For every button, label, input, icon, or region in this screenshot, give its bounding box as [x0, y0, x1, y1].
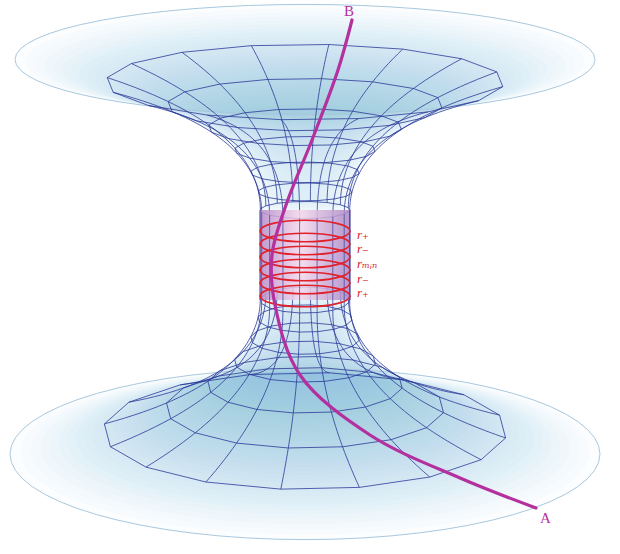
grid-ring	[258, 305, 352, 332]
radius-label: r₊	[357, 228, 369, 242]
grid-meridian	[333, 310, 430, 477]
surface-rim	[15, 4, 595, 114]
grid-meridian	[261, 212, 262, 303]
grid-meridian	[317, 119, 359, 219]
surface-rim	[10, 369, 600, 540]
grid-meridian	[282, 217, 283, 311]
grid-meridian	[180, 290, 277, 385]
orbit-ring	[260, 259, 350, 281]
grid-meridian	[107, 78, 260, 209]
lower-funnel	[10, 287, 600, 540]
radius-label: r₋	[357, 242, 369, 256]
endpoint-label: B	[344, 3, 354, 20]
grid-ring	[208, 357, 402, 413]
grid-meridian	[113, 92, 261, 212]
grid-meridian	[251, 46, 293, 202]
orbit-ring	[260, 220, 350, 242]
geodesic-path	[271, 20, 536, 508]
grid-meridian	[332, 217, 333, 311]
grid-meridian	[340, 59, 461, 205]
grid-meridian	[146, 308, 270, 467]
grid-meridian	[344, 214, 345, 306]
grid-meridian	[281, 120, 299, 219]
grid-meridian	[348, 296, 499, 415]
grid-meridian	[344, 306, 481, 459]
grid-ring	[107, 45, 503, 120]
grid-meridian	[129, 294, 266, 403]
grid-ring	[235, 341, 376, 382]
grid-meridian	[104, 298, 260, 423]
radius-label: r₊	[357, 286, 369, 300]
grid-meridian	[317, 218, 318, 312]
grid-ring	[168, 79, 442, 131]
grid-ring	[251, 162, 359, 183]
grid-meridian	[110, 304, 261, 447]
endpoint-label: A	[540, 510, 551, 527]
grid-meridian	[182, 52, 277, 203]
grid-meridian	[206, 311, 283, 482]
grid-meridian	[251, 287, 293, 374]
grid-meridian	[131, 64, 265, 206]
grid-meridian	[348, 72, 496, 208]
upper-funnel	[15, 4, 595, 218]
grid-meridian	[327, 289, 404, 380]
grid-meridian	[333, 112, 428, 217]
grid-ring	[258, 183, 352, 201]
radius-label: r₋	[357, 272, 369, 286]
grid-meridian	[350, 87, 503, 211]
radius-label: rₘᵢₙ	[357, 257, 377, 271]
grid-ring	[251, 323, 359, 354]
